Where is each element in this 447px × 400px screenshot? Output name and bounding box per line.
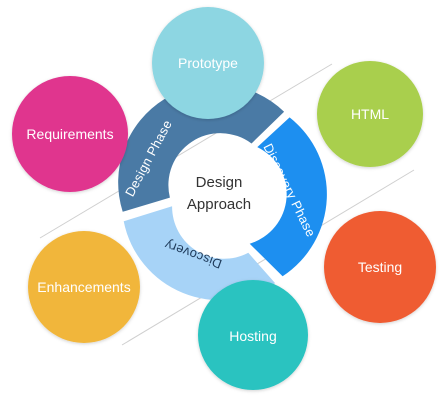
ring-segment-design-phase[interactable] [118, 84, 285, 212]
bubble-html[interactable]: HTML [317, 61, 423, 167]
svg-text:Hosting: Hosting [229, 328, 276, 344]
bubble-hosting[interactable]: Hosting [198, 280, 308, 390]
svg-text:Prototype: Prototype [178, 55, 238, 71]
ring-segment-discovery-phase[interactable] [249, 117, 327, 277]
svg-text:Testing: Testing [358, 259, 402, 275]
bubble-testing[interactable]: Testing [324, 211, 436, 323]
center-circle [171, 145, 267, 241]
svg-text:Requirements: Requirements [26, 126, 113, 142]
guide-line-upper [39, 63, 333, 239]
svg-text:HTML: HTML [351, 106, 389, 122]
center-title-line1: Design [196, 174, 243, 191]
ring-segment-discovery[interactable] [123, 206, 276, 301]
center-title-line2: Approach [187, 196, 251, 213]
bubble-requirements[interactable]: Requirements [12, 76, 128, 192]
svg-text:Enhancements: Enhancements [37, 279, 130, 295]
bubble-enhancements[interactable]: Enhancements [28, 231, 140, 343]
bubble-prototype[interactable]: Prototype [152, 7, 264, 119]
